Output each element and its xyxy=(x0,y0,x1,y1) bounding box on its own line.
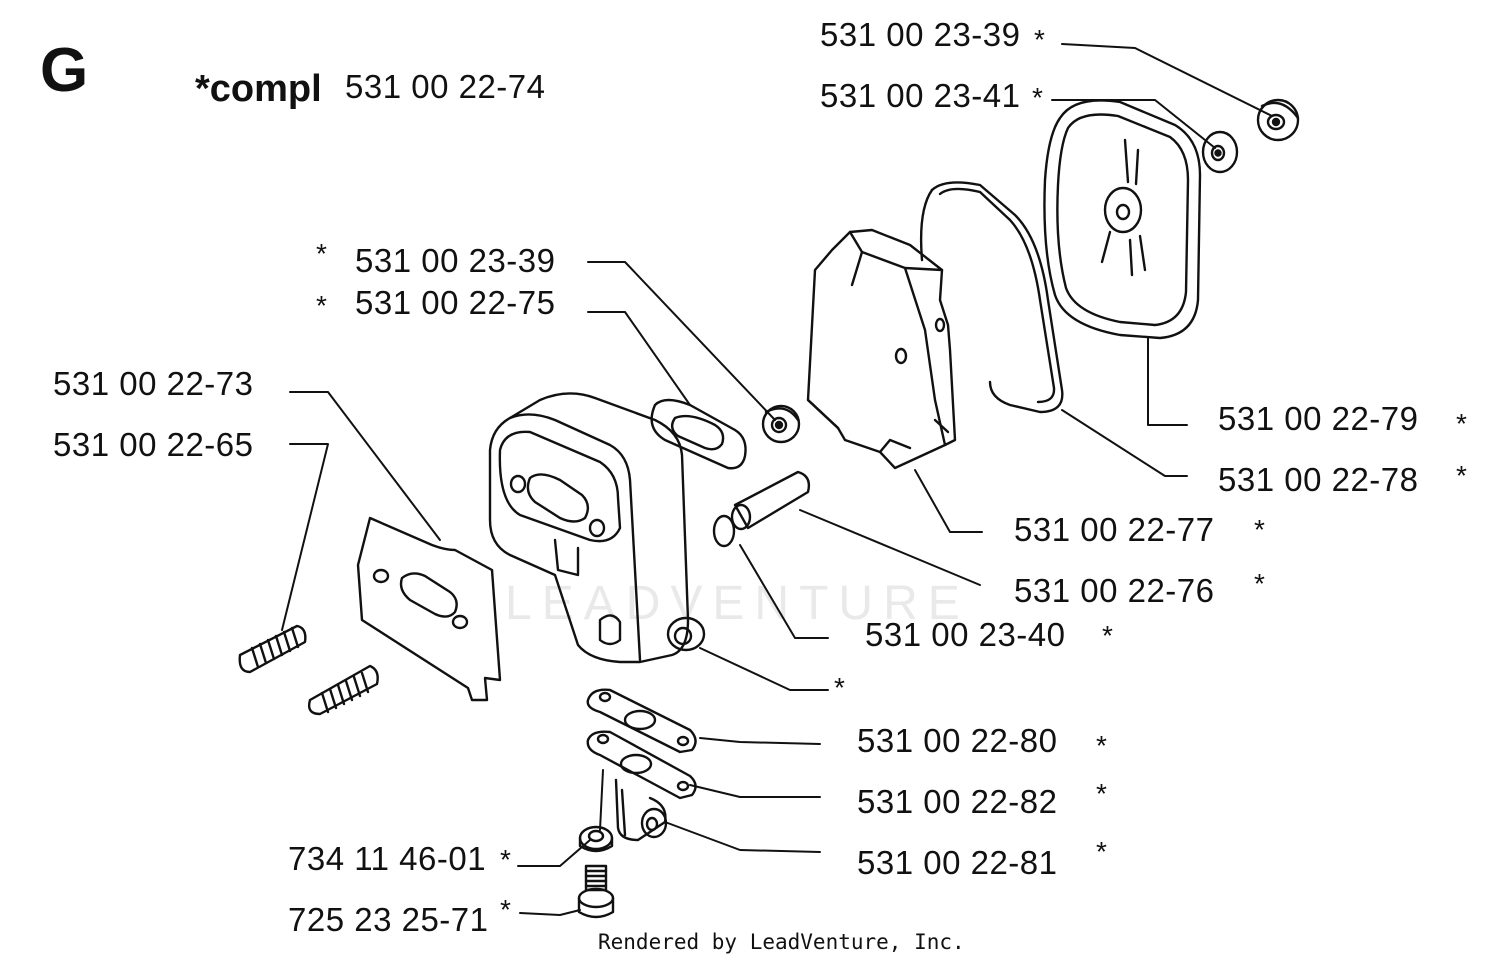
leader-lines xyxy=(281,43,1273,916)
part-star-marker: * xyxy=(316,238,327,269)
leader-line xyxy=(599,769,604,831)
screw xyxy=(577,864,615,919)
part-number-label: 531 00 22-78 xyxy=(1218,461,1419,498)
filter-cover xyxy=(1043,99,1202,340)
part-number-label: 531 00 22-79 xyxy=(1218,400,1419,437)
gasket-plate xyxy=(356,516,502,702)
part-star-marker: * xyxy=(1032,82,1043,113)
grommet-large xyxy=(1256,98,1300,142)
leader-line xyxy=(689,784,821,798)
kit-number: 531 00 22-74 xyxy=(345,68,546,105)
part-star-marker: * xyxy=(1096,836,1107,867)
heat-shield xyxy=(806,228,957,470)
footer-credit: Rendered by LeadVenture, Inc. xyxy=(598,930,965,954)
part-number-label: 531 00 22-77 xyxy=(1014,511,1215,548)
part-star-marker: * xyxy=(1254,568,1265,599)
part-number-label: 531 00 23-39 xyxy=(820,16,1021,53)
leader-line xyxy=(914,469,983,533)
part-star-marker: * xyxy=(1034,24,1045,55)
washer-small xyxy=(1201,130,1239,174)
part-star-marker: * xyxy=(500,844,511,875)
leader-line xyxy=(699,647,829,691)
muffler-body xyxy=(488,392,706,664)
grommet-small xyxy=(761,404,801,444)
part-number-label: 531 00 22-76 xyxy=(1014,572,1215,609)
flange-plate-lower xyxy=(586,730,697,800)
leader-line xyxy=(519,909,581,916)
leader-line xyxy=(281,443,329,631)
leader-line xyxy=(517,839,591,867)
part-star-marker: * xyxy=(1254,514,1265,545)
part-star-marker: * xyxy=(500,894,511,925)
part-number-label: 531 00 22-65 xyxy=(53,426,254,463)
part-star-marker: * xyxy=(1096,730,1107,761)
part-number-label: 531 00 23-40 xyxy=(865,616,1066,653)
part-number-label: 531 00 22-82 xyxy=(857,783,1058,820)
part-number-label: 531 00 22-81 xyxy=(857,844,1058,881)
stud-lower xyxy=(307,664,379,716)
gasket-oval xyxy=(650,398,747,470)
leader-line xyxy=(1147,337,1188,426)
part-star-marker: * xyxy=(1102,620,1113,651)
part-star-marker: * xyxy=(1456,460,1467,491)
leader-line xyxy=(699,737,821,745)
leader-line xyxy=(587,261,776,421)
leader-line xyxy=(664,821,821,853)
pin xyxy=(730,470,811,531)
part-number-label: 734 11 46-01 xyxy=(288,840,487,877)
part-star-marker: * xyxy=(1096,778,1107,809)
part-star-marker: * xyxy=(834,672,845,703)
kit-prefix: *compl xyxy=(195,68,322,110)
deflector-tube xyxy=(614,778,668,842)
leader-line xyxy=(739,544,829,639)
leader-line xyxy=(587,311,691,406)
part-star-marker: * xyxy=(1456,408,1467,439)
leader-line xyxy=(1061,409,1188,477)
part-number-label: 725 23 25-71 xyxy=(288,901,489,938)
part-star-marker: * xyxy=(316,290,327,321)
leader-line xyxy=(799,509,981,586)
part-number-label: 531 00 22-75 xyxy=(355,284,556,321)
stud-upper xyxy=(238,624,307,674)
flange-plate-upper xyxy=(586,688,697,754)
leader-line xyxy=(289,391,441,541)
ring-small xyxy=(712,514,736,548)
seal-ring xyxy=(919,181,1064,414)
part-number-label: 531 00 23-39 xyxy=(355,242,556,279)
washer xyxy=(578,825,614,853)
leader-line xyxy=(1061,43,1273,117)
part-number-label: 531 00 22-73 xyxy=(53,365,254,402)
part-number-label: 531 00 23-41 xyxy=(820,77,1021,114)
leader-line xyxy=(1051,99,1216,149)
section-letter: G xyxy=(40,36,89,105)
watermark-text: LEADVENTURE xyxy=(505,577,970,630)
part-number-label: 531 00 22-80 xyxy=(857,722,1058,759)
